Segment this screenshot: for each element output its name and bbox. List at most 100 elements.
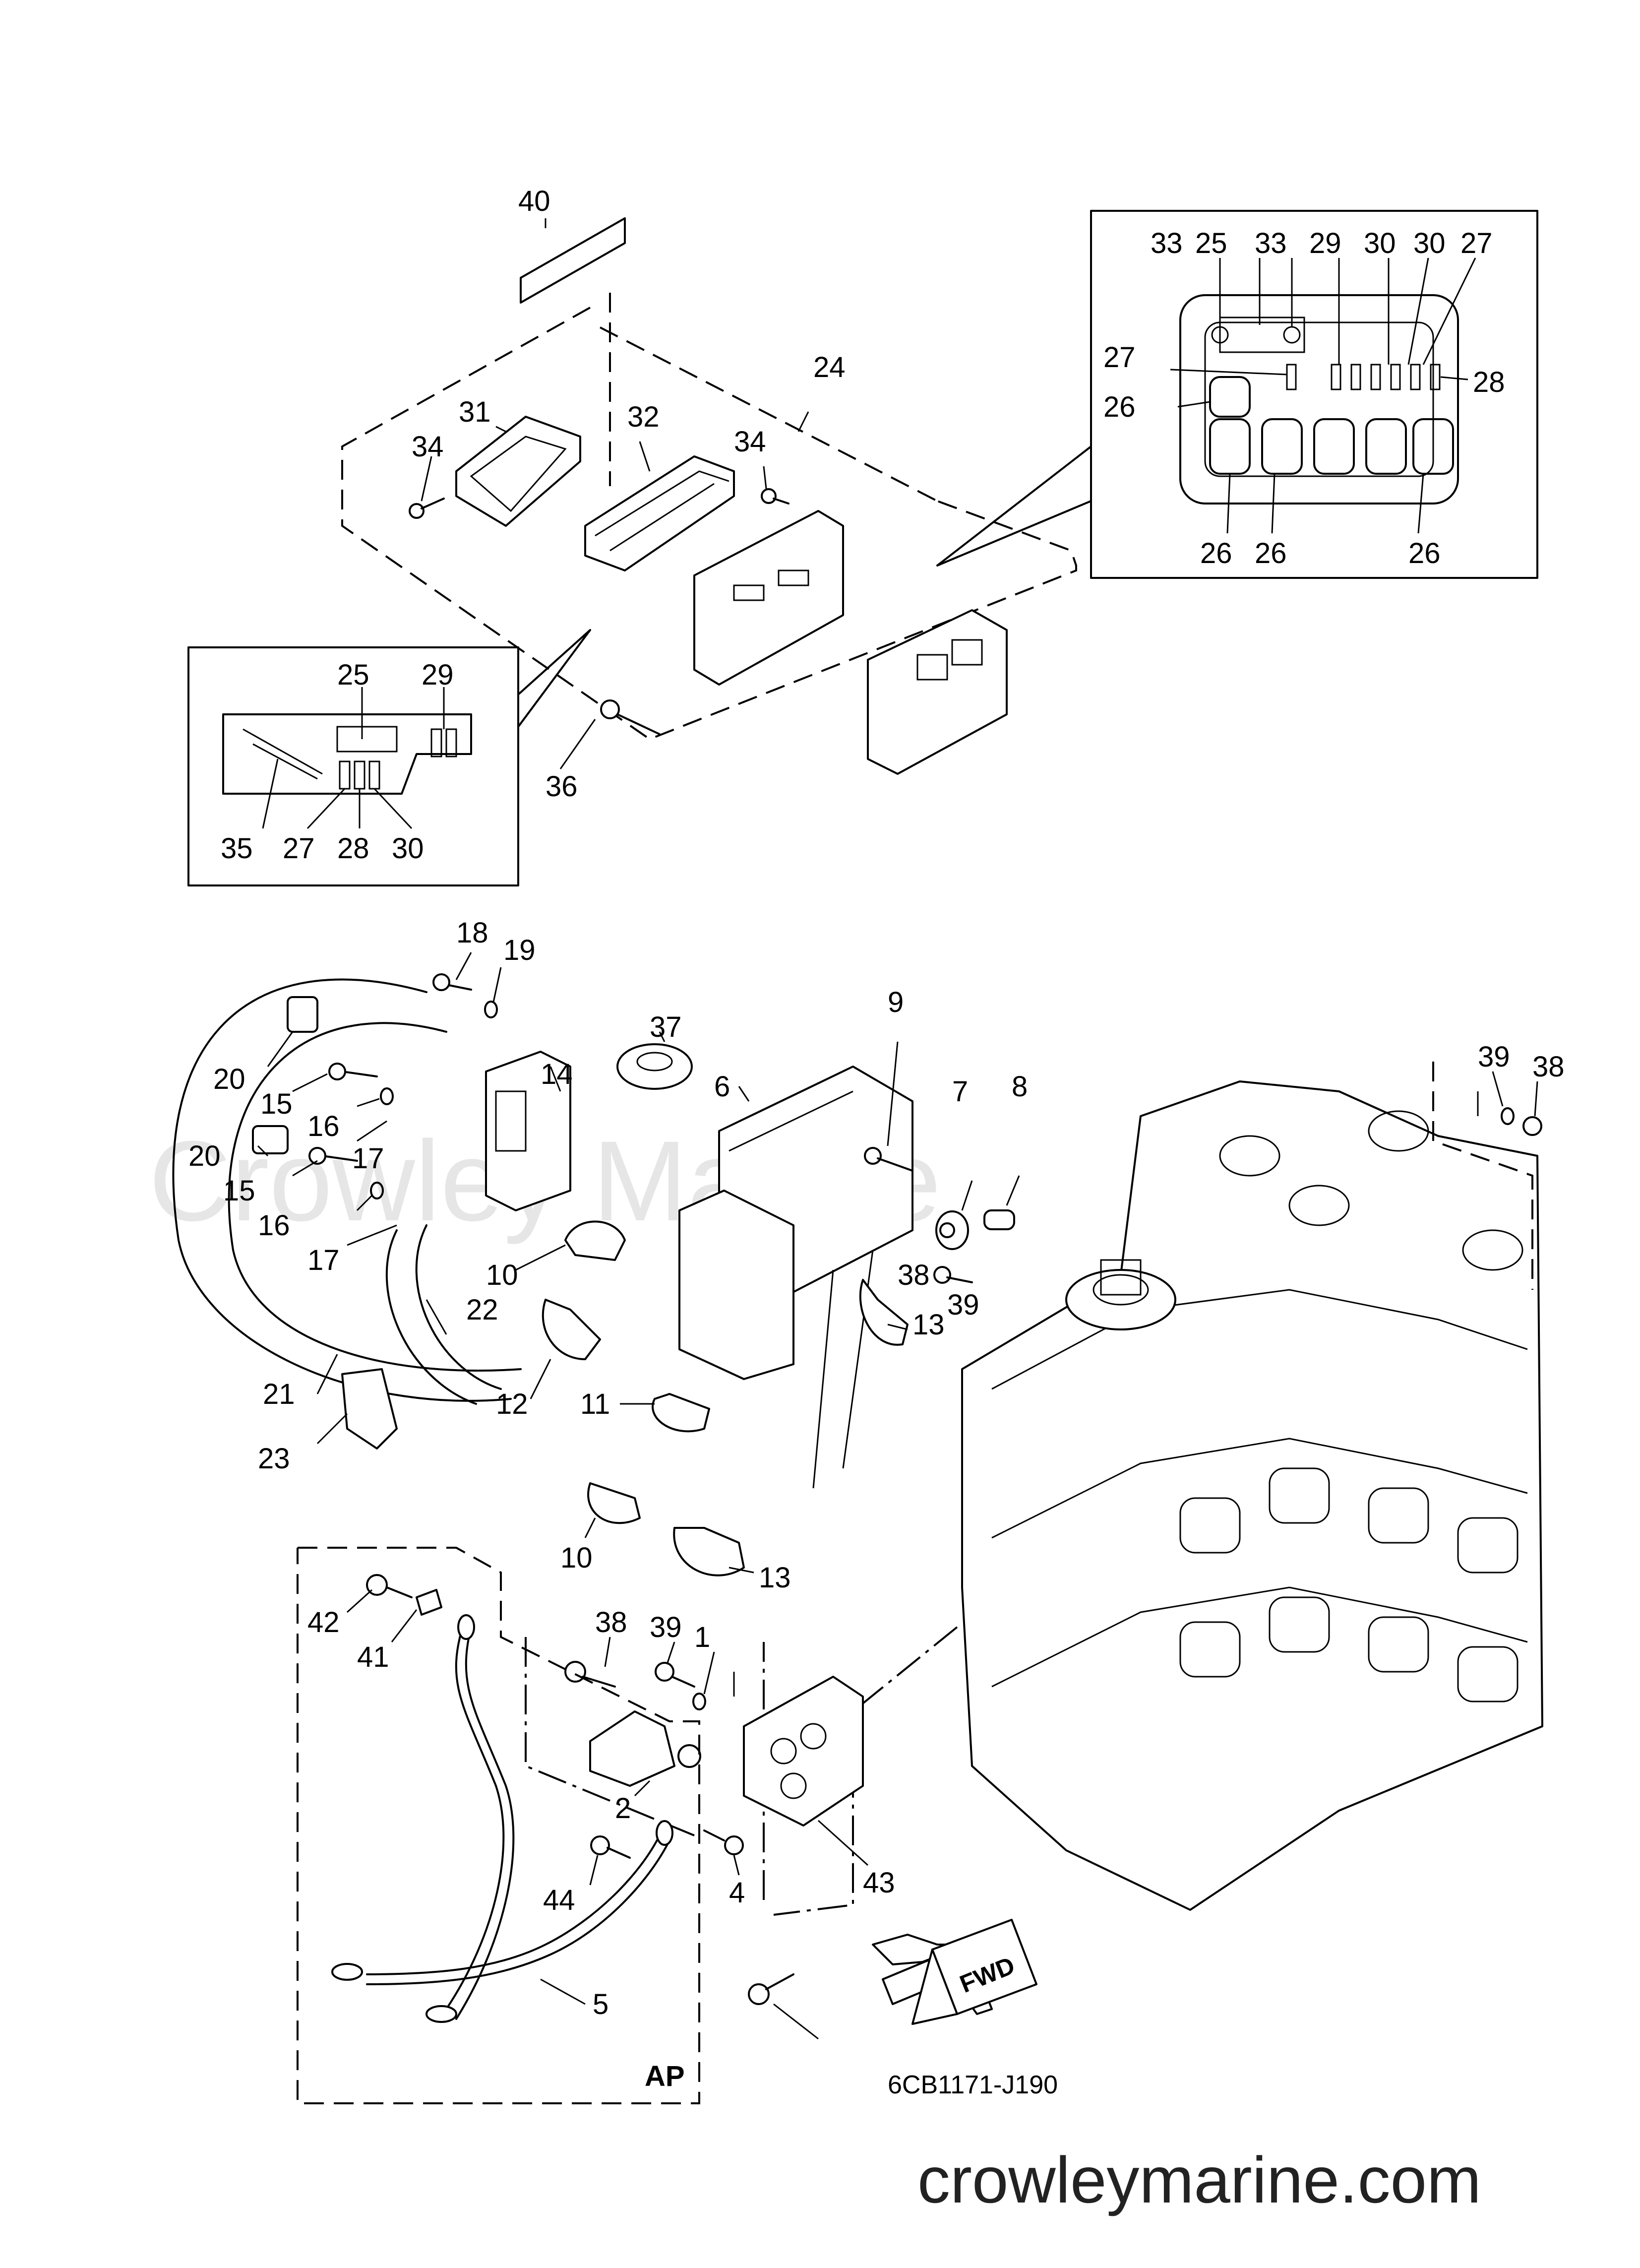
- bracket-4-part: [743, 1676, 864, 1827]
- clamp-10b-part: [587, 1482, 641, 1524]
- callout-14: 14: [541, 1058, 573, 1090]
- callout-11: 11: [580, 1388, 610, 1420]
- inset2-callout-25: 25: [337, 659, 369, 691]
- callout-12: 12: [496, 1388, 528, 1420]
- callout-22: 22: [466, 1294, 498, 1326]
- ecu-cover-part: [455, 416, 581, 527]
- clamp-13-part: [859, 1279, 909, 1346]
- clamp-10-part: [564, 1220, 626, 1261]
- inset2-callout-27: 27: [283, 832, 315, 865]
- callout-38c: 39: [650, 1611, 682, 1643]
- grommet-part: [616, 1043, 693, 1090]
- variant-tag: AP: [645, 2060, 685, 2092]
- terminal-1-part: [589, 1710, 675, 1787]
- inset2-callout-35: 35: [221, 832, 253, 865]
- callout-13a: 13: [912, 1309, 945, 1341]
- relay-14-part: [485, 1051, 571, 1211]
- callout-1: 2: [615, 1792, 631, 1825]
- callout-16a: 16: [307, 1110, 340, 1142]
- callout-37: 37: [650, 1011, 682, 1043]
- callout-18: 18: [456, 917, 488, 949]
- callout-19: 19: [503, 934, 536, 966]
- callout-7: 7: [952, 1075, 968, 1108]
- callout-10a: 10: [486, 1259, 518, 1291]
- relay-box-part: [867, 609, 1008, 775]
- callout-15b: 15: [223, 1175, 255, 1207]
- callout-34-right: 34: [734, 426, 766, 458]
- inset1-callout-27a: 27: [1460, 227, 1493, 259]
- callout-39b: 39: [1478, 1041, 1510, 1073]
- inset2-callout-28: 28: [337, 832, 369, 865]
- ap-ground-cable-group: [297, 1547, 700, 2104]
- lower-bracket-group: [525, 1626, 958, 2040]
- callout-13b: 13: [759, 1562, 791, 1594]
- collar-8-part: [983, 1209, 1015, 1230]
- callout-24: 24: [813, 351, 846, 383]
- forward-direction-icon: FWD: [872, 1919, 1037, 2025]
- callout-9: 9: [888, 986, 904, 1018]
- callout-36: 36: [546, 770, 578, 803]
- callout-44: 5: [593, 1988, 608, 2020]
- ecu-bracket-part: [693, 510, 844, 686]
- callout-39a: 39: [947, 1289, 979, 1321]
- callout-17a: 17: [352, 1142, 384, 1175]
- inset1-callout-27b: 27: [1103, 341, 1136, 374]
- label-sticker-part: [520, 217, 626, 304]
- callout-32: 32: [627, 401, 660, 433]
- callout-8: 8: [1012, 1071, 1028, 1103]
- callout-4: 43: [863, 1867, 895, 1899]
- callout-31: 31: [459, 396, 491, 428]
- inset1-callout-30b: 30: [1413, 227, 1446, 259]
- connector-part-2: [252, 1125, 289, 1154]
- callout-16b: 16: [258, 1209, 290, 1242]
- callout-38b: 38: [1532, 1051, 1565, 1083]
- callout-39c: 1: [694, 1621, 710, 1653]
- callout-20b: 20: [188, 1140, 221, 1172]
- callout-43: 44: [543, 1884, 575, 1916]
- connector-part: [287, 996, 318, 1033]
- callout-34-left: 34: [412, 431, 444, 463]
- inset2-callout-29: 29: [422, 659, 454, 691]
- inset2-callout-30: 30: [392, 832, 424, 865]
- relay-row: [1209, 376, 1454, 475]
- wiring-harness-group: [172, 952, 1542, 1576]
- clamp-11-part: [652, 1393, 710, 1433]
- inset1-callout-26a: 26: [1103, 391, 1136, 423]
- inset1-callout-29: 29: [1309, 227, 1341, 259]
- ecu-assembly-group: [341, 217, 1077, 775]
- fuse-row: [1286, 364, 1441, 390]
- inset1-callout-28: 28: [1473, 366, 1505, 398]
- site-url[interactable]: crowleymarine.com: [917, 2143, 1481, 2216]
- bracket-6-part: [678, 1066, 913, 1489]
- callout-42: 42: [307, 1606, 340, 1638]
- ecu-module-part: [584, 455, 735, 571]
- drawing-code: 6CB1171-J190: [888, 2071, 1058, 2099]
- callout-6: 6: [714, 1071, 730, 1103]
- clamp-12-part: [542, 1299, 601, 1360]
- inset-fuse-box-top: [936, 210, 1538, 579]
- screw-part: [409, 488, 790, 735]
- inset1-callout-33b: 33: [1255, 227, 1287, 259]
- inset-fuse-box-left: [187, 629, 591, 886]
- callout-3: 38: [595, 1606, 627, 1638]
- inset1-callout-30a: 30: [1364, 227, 1396, 259]
- inset1-callout-26d: 26: [1408, 537, 1441, 569]
- clamp-part: [341, 1368, 398, 1449]
- callout-23: 23: [258, 1443, 290, 1475]
- callout-41: 41: [357, 1641, 389, 1673]
- callout-17b: 17: [307, 1244, 340, 1276]
- callout-20a: 20: [213, 1063, 245, 1095]
- callout-21: 21: [263, 1378, 295, 1410]
- inset1-callout-33a: 33: [1151, 227, 1183, 259]
- clamp-13b-part: [673, 1527, 745, 1576]
- callout-10b: 10: [560, 1542, 593, 1574]
- inset1-callout-26b: 26: [1200, 537, 1232, 569]
- callout-15a: 15: [260, 1088, 293, 1120]
- callout-40: 40: [518, 185, 550, 217]
- callout-38a: 38: [898, 1259, 930, 1291]
- washer-41-part: [416, 1589, 442, 1616]
- engine-block-part: [961, 1080, 1543, 1911]
- inset1-callout-26c: 26: [1255, 537, 1287, 569]
